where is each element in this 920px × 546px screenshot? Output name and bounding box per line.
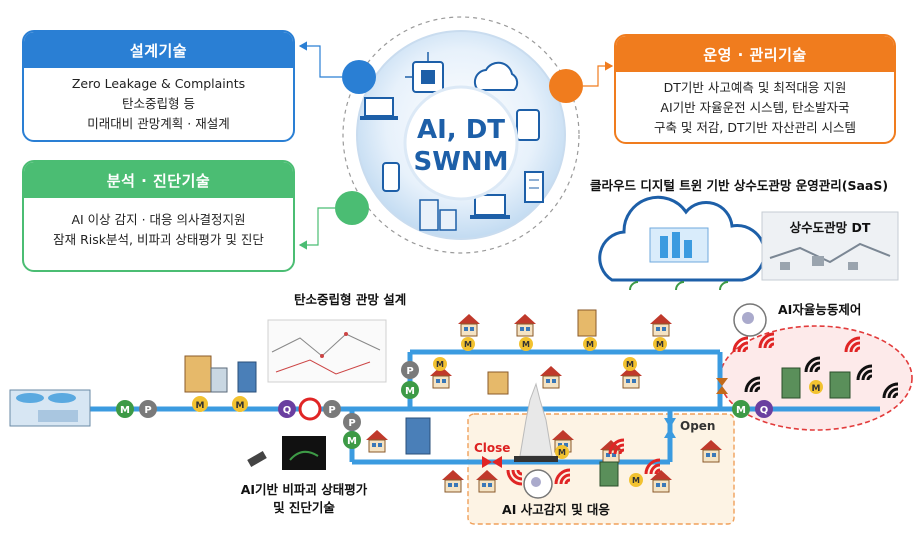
- design-connector: [298, 41, 342, 78]
- analysis-tech-body: AI 이상 감지 · 대응 의사결정지원 잠재 Risk분석, 비파괴 상태평가…: [24, 198, 293, 250]
- ai-head-icon: [523, 469, 553, 499]
- server-icon: [419, 199, 457, 231]
- hub-title-line1: AI, DT: [417, 115, 505, 145]
- building-icons: [184, 309, 851, 487]
- hub-inner: [403, 85, 519, 201]
- ops-tech-body: DT기반 사고예측 및 최적대응 지원 AI기반 자율운전 시스템, 탄소발자국…: [616, 72, 894, 138]
- network-dt-label: 상수도관망 DT: [790, 220, 871, 235]
- chip-icon: [405, 52, 444, 93]
- ops-tech-box: 운영 · 관리기술 DT기반 사고예측 및 최적대응 지원 AI기반 자율운전 …: [614, 34, 896, 144]
- analysis-tech-title: 분석 · 진단기술: [24, 162, 293, 198]
- analysis-tech-box: 분석 · 진단기술 AI 이상 감지 · 대응 의사결정지원 잠재 Risk분석…: [22, 160, 295, 272]
- meter-marker: M: [196, 401, 205, 411]
- meter-marker: M: [736, 405, 746, 416]
- svg-text:M: M: [464, 340, 472, 349]
- analysis-connector: [298, 207, 335, 250]
- design-tech-box: 설계기술 Zero Leakage & Complaints 탄소중립형 등 미…: [22, 30, 295, 142]
- close-label: Close: [474, 441, 510, 455]
- svg-text:M: M: [656, 340, 664, 349]
- meter-marker: M: [236, 401, 245, 411]
- meter-marker: M: [347, 436, 357, 447]
- analysis-node: [335, 191, 369, 225]
- building-icon: [524, 171, 544, 203]
- meter-marker: M: [405, 386, 415, 397]
- svg-text:M: M: [586, 340, 594, 349]
- hub-title-line2: SWNM: [413, 147, 508, 177]
- flow-marker: Q: [760, 405, 769, 416]
- analysis-line-1: AI 이상 감지 · 대응 의사결정지원: [71, 212, 246, 227]
- design-line-2: 탄소중립형 등: [122, 96, 195, 111]
- ops-line-2: AI기반 자율운전 시스템, 탄소발자국: [660, 100, 850, 115]
- meter-marker: M: [120, 405, 130, 416]
- ops-tech-title: 운영 · 관리기술: [616, 36, 894, 72]
- network-dt-panel: [761, 211, 899, 281]
- phone-icon: [382, 162, 400, 192]
- cloud-icon: [598, 195, 766, 291]
- analysis-line-2: 잠재 Risk분석, 비파괴 상태평가 및 진단: [53, 232, 264, 247]
- leak-burst-icon: [514, 382, 558, 462]
- ndt-label-2: 및 진단기술: [273, 500, 335, 515]
- pump-marker: P: [328, 405, 335, 416]
- ndt-device-icon: [247, 436, 326, 470]
- meter-marker: M: [812, 384, 821, 394]
- design-tech-title: 설계기술: [24, 32, 293, 68]
- design-node: [342, 60, 376, 94]
- ndt-label-1: AI기반 비파괴 상태평가: [241, 482, 368, 497]
- svg-text:M: M: [522, 340, 530, 349]
- open-label: Open: [680, 419, 715, 433]
- laptop-icon: [470, 194, 510, 219]
- cloud-icon: [473, 61, 519, 91]
- hub-orbit: [342, 16, 580, 254]
- laptop-icon: [360, 97, 398, 120]
- design-line-3: 미래대비 관망계획 · 재설계: [87, 116, 230, 131]
- ops-line-3: 구축 및 저감, DT기반 자산관리 시스템: [653, 120, 857, 135]
- design-tech-body: Zero Leakage & Complaints 탄소중립형 등 미래대비 관…: [24, 68, 293, 134]
- tablet-icon: [516, 109, 540, 141]
- valve-icon: [716, 378, 728, 394]
- cloud-saas-label: 클라우드 디지털 트윈 기반 상수도관망 운영관리(SaaS): [590, 178, 888, 193]
- ai-head-icon: [733, 303, 767, 337]
- pump-marker: P: [144, 405, 151, 416]
- svg-text:M: M: [632, 476, 640, 485]
- ops-node: [549, 69, 583, 103]
- design-line-1: Zero Leakage & Complaints: [71, 76, 246, 91]
- ops-line-1: DT기반 사고예측 및 최적대응 지원: [663, 80, 847, 95]
- ops-connector: [583, 61, 614, 87]
- pump-marker: P: [406, 366, 413, 377]
- valve-icon: [482, 456, 502, 468]
- branch-meters: M M M M M M M M: [433, 337, 667, 487]
- ai-autonomous-zone: [719, 325, 913, 431]
- svg-text:M: M: [436, 360, 444, 369]
- ai-autonomous-label: AI자율능동제어: [778, 302, 861, 317]
- carbon-design-label: 탄소중립형 관망 설계: [294, 292, 406, 307]
- treatment-plant-icon: [9, 389, 91, 427]
- svg-text:M: M: [626, 360, 634, 369]
- svg-text:M: M: [558, 448, 566, 457]
- valve-icon: [664, 418, 676, 438]
- carbon-design-sketch: [267, 319, 387, 383]
- pump-marker: P: [348, 418, 355, 429]
- main-markers: M P M M Q P P M P M M Q M: [116, 361, 823, 449]
- ai-incident-label: AI 사고감지 및 대응: [502, 502, 610, 517]
- flow-marker: Q: [283, 405, 292, 416]
